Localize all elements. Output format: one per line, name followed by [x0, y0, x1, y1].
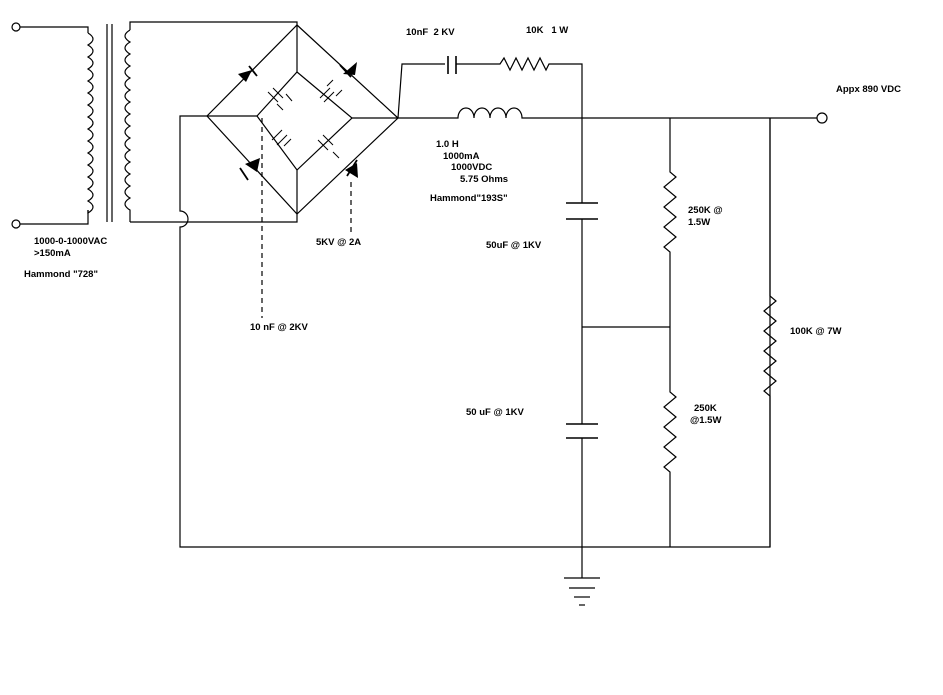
primary-winding — [86, 32, 94, 215]
transformer-rating-label: 1000-0-1000VAC — [34, 236, 108, 247]
primary-lead-bottom — [20, 210, 89, 225]
bridge-outer-diamond — [206, 24, 399, 215]
snubber-wire-left — [397, 63, 445, 119]
secondary-winding — [124, 29, 132, 222]
bridge-cap-label: 10 nF @ 2KV — [250, 322, 308, 333]
ac-input-terminal-top — [11, 22, 21, 32]
negative-rail — [179, 115, 771, 548]
res-upper-value-label: 250K @ — [688, 205, 723, 216]
secondary-lead-bottom — [130, 214, 298, 223]
secondary-lead-top — [129, 21, 298, 30]
snubber-res-label: 10K 1 W — [526, 25, 569, 36]
choke-current-label: 1000mA — [443, 151, 480, 162]
snubber-resistor — [456, 56, 583, 118]
balancing-resistors — [582, 118, 677, 547]
bridge-cap-top-left — [267, 87, 293, 111]
choke-inductor — [398, 107, 582, 119]
snubber-rc — [397, 56, 583, 119]
diode-bottom-left — [239, 158, 260, 181]
bridge-rectifier — [206, 24, 399, 318]
diode-top-right — [339, 62, 357, 78]
transformer — [11, 21, 298, 229]
bleeder-resistor — [763, 118, 777, 547]
snubber-cap-label: 10nF 2 KV — [406, 27, 455, 38]
res-lower-power-label: @1.5W — [690, 415, 722, 426]
bridge-cap-top-right — [319, 79, 343, 103]
choke-model-label: Hammond"193S" — [430, 193, 508, 204]
bridge-cap-bottom-right — [317, 134, 340, 159]
output-terminal — [816, 112, 828, 124]
choke-inductance-label: 1.0 H — [436, 139, 459, 150]
bleeder-label: 100K @ 7W — [790, 326, 842, 337]
diode-top-left — [238, 65, 258, 82]
res-upper-power-label: 1.5W — [688, 217, 711, 228]
output-voltage-label: Appx 890 VDC — [836, 84, 901, 95]
cap-upper-label: 50uF @ 1KV — [486, 240, 542, 251]
resistor-lower — [663, 327, 677, 547]
resistor-upper — [663, 118, 677, 327]
primary-lead-top — [20, 26, 89, 33]
res-lower-value-label: 250K — [694, 403, 717, 414]
transformer-model-label: Hammond "728" — [24, 269, 98, 280]
cap-lower-label: 50 uF @ 1KV — [466, 407, 524, 418]
ground-symbol — [564, 577, 600, 606]
choke-voltage-label: 1000VDC — [451, 162, 493, 173]
transformer-current-label: >150mA — [34, 248, 71, 259]
choke-resistance-label: 5.75 Ohms — [460, 174, 509, 185]
diode-rating-label: 5KV @ 2A — [316, 237, 362, 248]
ac-input-terminal-bottom — [11, 219, 21, 229]
bridge-cap-bottom-left — [271, 129, 292, 147]
bridge-inner-diamond — [256, 71, 353, 171]
filter-capacitor-stack — [566, 118, 598, 578]
diode-bottom-right — [345, 159, 358, 178]
